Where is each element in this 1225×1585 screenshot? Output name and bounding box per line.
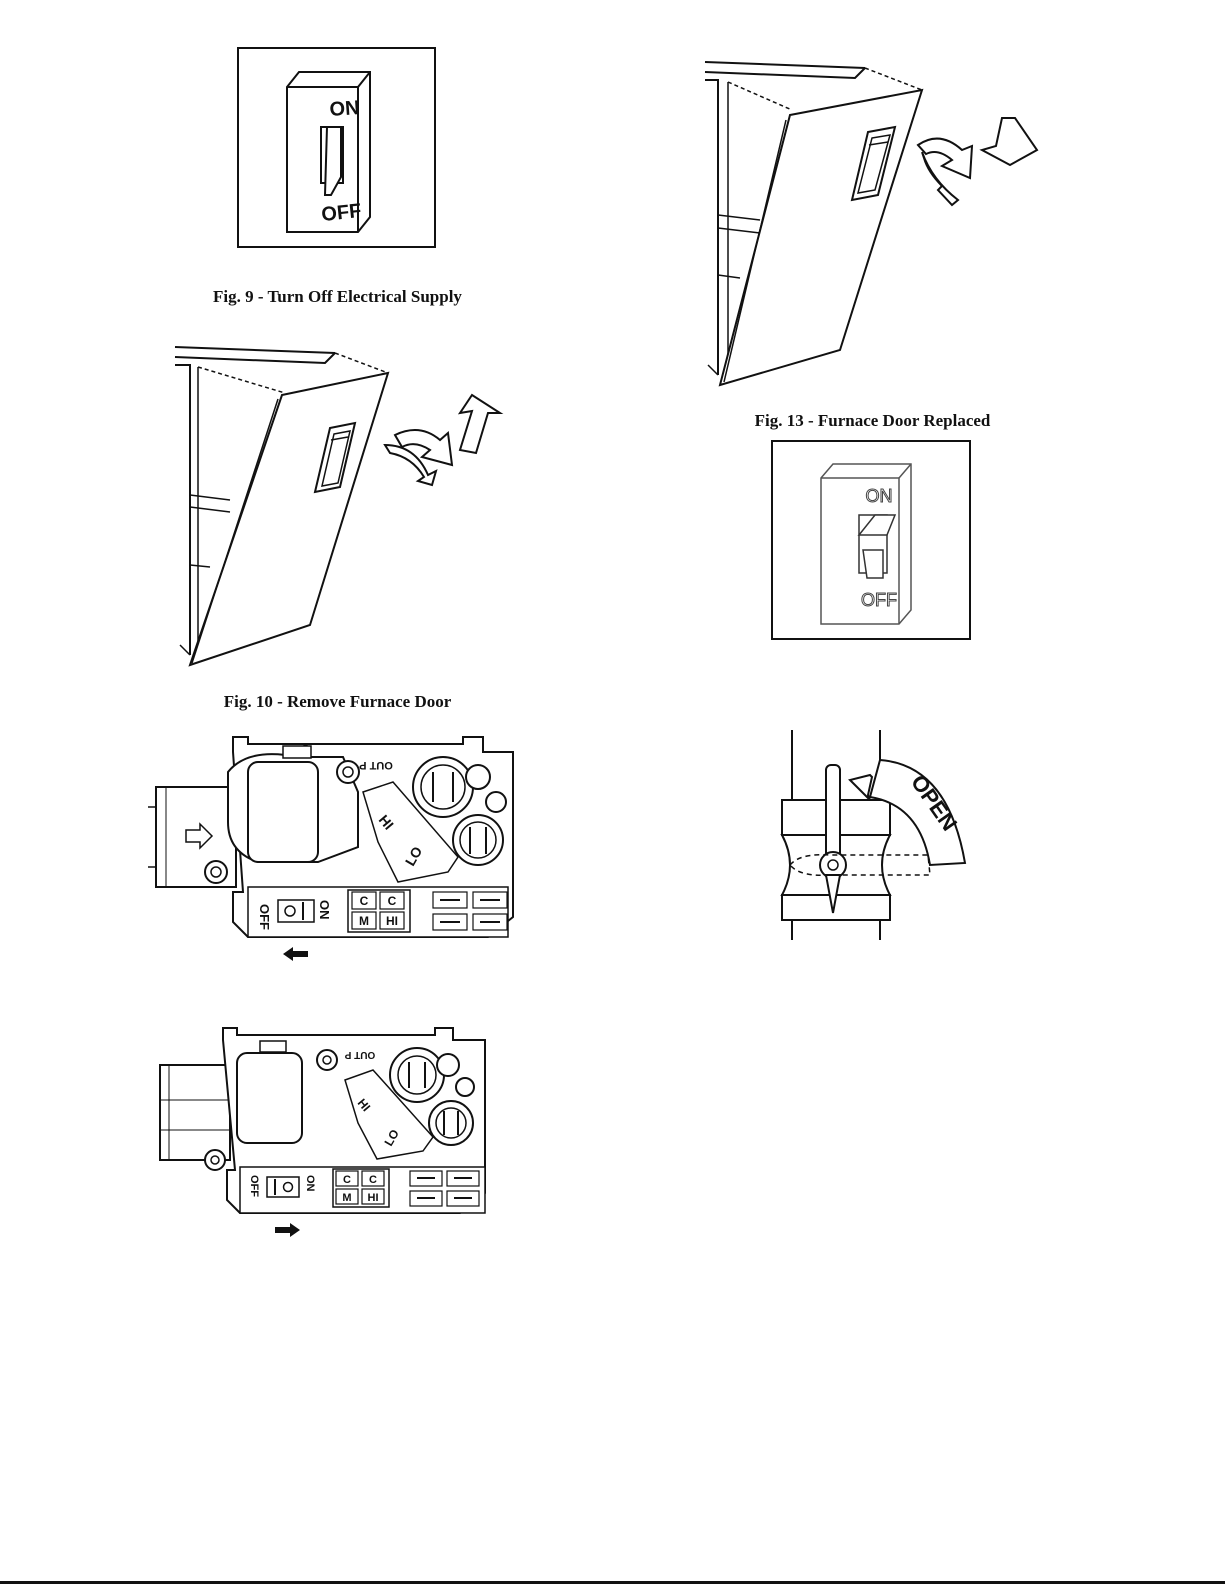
fig9-switch-illustration: ON OFF [237,47,436,248]
valve-on-on-label: ON [304,1175,316,1192]
fig9-off-label: OFF [320,200,362,226]
valve-off-terminal-hi: HI [386,914,398,928]
bottom-rule [0,1581,1225,1584]
fig14-switch-figure: ON OFF [771,440,971,640]
valve-off-out-label: OUT P [359,759,393,771]
fig10-caption: Fig. 10 - Remove Furnace Door [190,692,485,712]
fig14-switch-illustration: ON OFF [771,440,971,640]
gas-valve-off-figure: OUT P HI LO OFF ON C C M HI [148,732,528,967]
valve-on-out-label: OUT P [344,1049,375,1060]
valve-off-terminal-c2: C [388,894,397,908]
valve-on-right-arrow [275,1223,300,1237]
fig9-switch-figure: ON OFF [237,47,436,248]
valve-on-terminal-c2: C [369,1174,377,1186]
gas-valve-on-figure: OUT P HI LO OFF ON C C M HI [155,1025,495,1240]
gas-valve-on-illustration: OUT P HI LO OFF ON C C M HI [155,1025,495,1240]
valve-off-left-arrow [283,947,308,961]
gas-valve-off-illustration: OUT P HI LO OFF ON C C M HI [148,732,528,967]
fig13-door-illustration [700,50,1045,390]
fig10-door-illustration [170,335,510,670]
valve-off-terminal-c1: C [360,894,369,908]
fig13-caption: Fig. 13 - Furnace Door Replaced [725,411,1020,431]
fig9-caption: Fig. 9 - Turn Off Electrical Supply [190,287,485,307]
manual-valve-illustration: OPEN [770,725,980,945]
fig10-door-figure [170,335,510,670]
fig14-on-label: ON [866,486,893,506]
valve-on-terminal-c1: C [343,1174,351,1186]
valve-on-terminal-m: M [342,1192,351,1204]
valve-off-off-label: OFF [257,904,272,930]
fig14-off-label: OFF [861,590,897,610]
valve-off-on-label: ON [317,900,332,920]
valve-on-off-label: OFF [248,1175,260,1197]
fig9-on-label: ON [329,97,360,121]
fig13-door-figure [700,50,1045,390]
valve-off-terminal-m: M [359,914,369,928]
manual-valve-figure: OPEN [770,725,980,945]
valve-on-terminal-hi: HI [368,1192,379,1204]
